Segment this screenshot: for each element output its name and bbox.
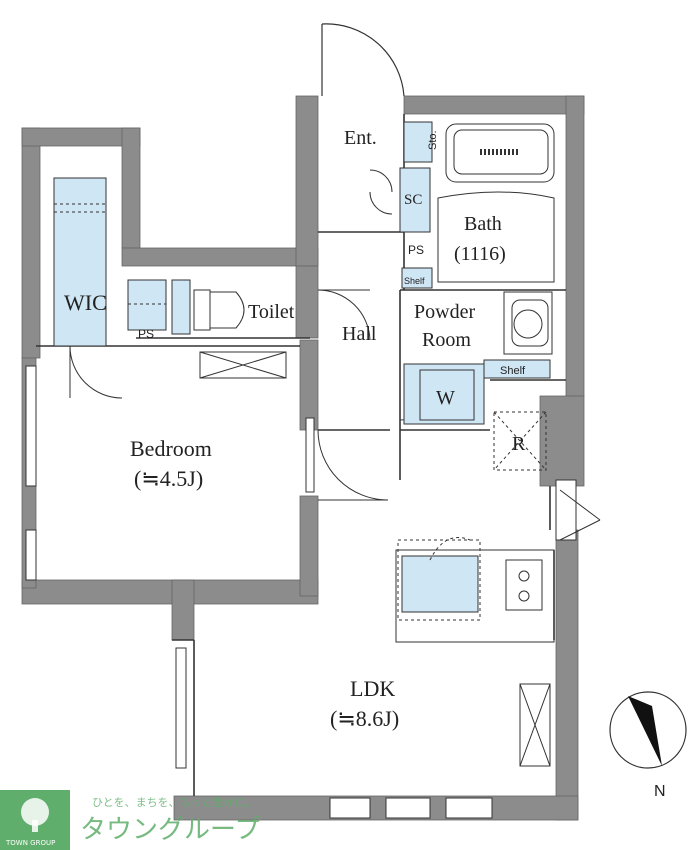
wic-dashes (54, 203, 166, 305)
label-storage: Sto. (427, 130, 439, 150)
label-powder-1: Powder (414, 301, 475, 323)
label-ps-bath: PS (408, 243, 424, 257)
brand-name: タウングループ (80, 815, 260, 845)
label-fridge: R (512, 433, 526, 455)
label-ldk-size: (≒8.6J) (330, 706, 399, 731)
label-wic: WIC (64, 290, 107, 315)
compass-north: N (654, 783, 666, 800)
washer-rim (419, 369, 475, 421)
bath-details (437, 149, 555, 347)
closet-boxes (199, 351, 551, 767)
label-bath-size: (1116) (454, 243, 506, 265)
room-labels: Ent. Sto. SC Bath (1116) PS Shelf WIC PS… (64, 127, 526, 731)
label-shelf-upper: Shelf (404, 276, 425, 286)
label-bath: Bath (464, 213, 502, 235)
compass-circle (609, 691, 687, 769)
label-bedroom: Bedroom (130, 436, 212, 461)
compass-needle-icon (628, 696, 662, 766)
label-washer: W (436, 387, 455, 409)
brand-badge-text: TOWN GROUP (5, 839, 55, 847)
entry-door (321, 23, 405, 97)
walls (21, 95, 585, 821)
stove (505, 559, 543, 611)
label-powder-2: Room (422, 329, 471, 351)
compass: N (609, 691, 687, 800)
label-bedroom-size: (≒4.5J) (134, 466, 203, 491)
label-shelf-lower: Shelf (500, 365, 526, 377)
label-entrance: Ent. (344, 127, 377, 149)
brand-logo: TOWN GROUP ひとを、まちを、もっと豊かに。 タウングループ (0, 790, 260, 850)
brand-tagline: ひとを、まちを、もっと豊かに。 (92, 796, 257, 809)
label-shoe-closet: SC (404, 192, 422, 208)
tree-icon (21, 798, 49, 826)
tree-trunk-icon (32, 820, 38, 832)
label-ps-wic: PS (138, 327, 154, 341)
toilet-fixture (193, 289, 245, 331)
kitchen-dashes (397, 537, 481, 621)
fridge-box (493, 411, 547, 471)
label-ldk: LDK (350, 676, 395, 701)
label-hall: Hall (342, 323, 377, 345)
windows (25, 365, 577, 819)
label-toilet: Toilet (248, 301, 295, 323)
